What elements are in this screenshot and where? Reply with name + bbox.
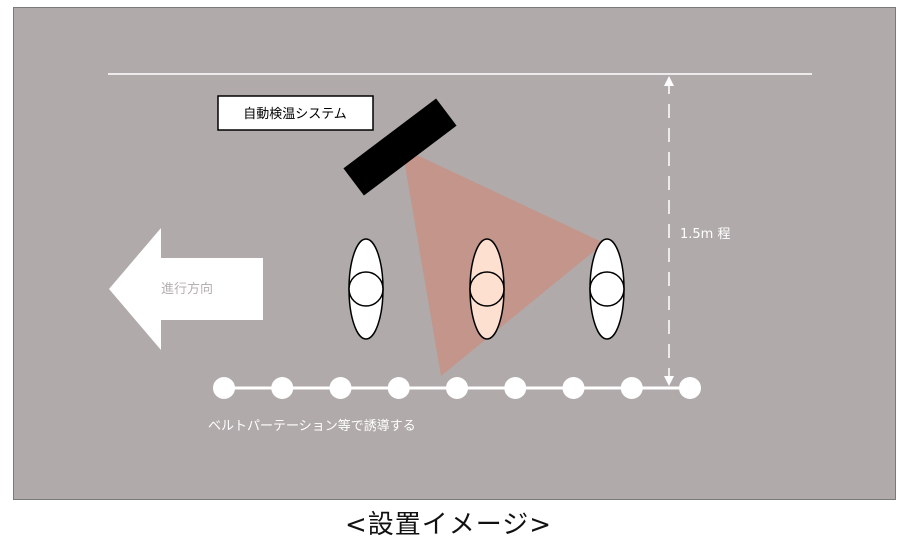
belt-post (271, 377, 294, 399)
belt-post (504, 377, 527, 399)
arrow-down-icon (664, 376, 674, 386)
person-2-highlighted (469, 238, 505, 340)
person-head (469, 271, 505, 307)
person-1 (348, 238, 384, 340)
height-label: 1.5m 程 (680, 227, 730, 242)
system-label-box (217, 95, 374, 131)
thermal-camera-device (343, 98, 457, 196)
belt-post (329, 377, 352, 399)
belt-post (387, 377, 410, 399)
belt-post (562, 377, 585, 399)
belt-post (620, 377, 643, 399)
person-3 (589, 238, 625, 340)
arrow-up-icon (664, 76, 674, 86)
system-label: 自動検温システム (243, 107, 347, 122)
direction-arrow (109, 228, 263, 350)
belt-post (213, 377, 235, 399)
direction-label: 進行方向 (161, 281, 213, 297)
person-head (589, 271, 625, 307)
caption: <設置イメージ> (344, 510, 553, 540)
height-dimension (664, 76, 674, 386)
belt-post (679, 377, 701, 399)
belt-partition (213, 377, 701, 399)
person-head (348, 271, 384, 307)
belt-label: ベルトパーテーション等で誘導する (208, 418, 416, 434)
field-of-view-cone (402, 148, 604, 376)
belt-post (446, 377, 468, 399)
